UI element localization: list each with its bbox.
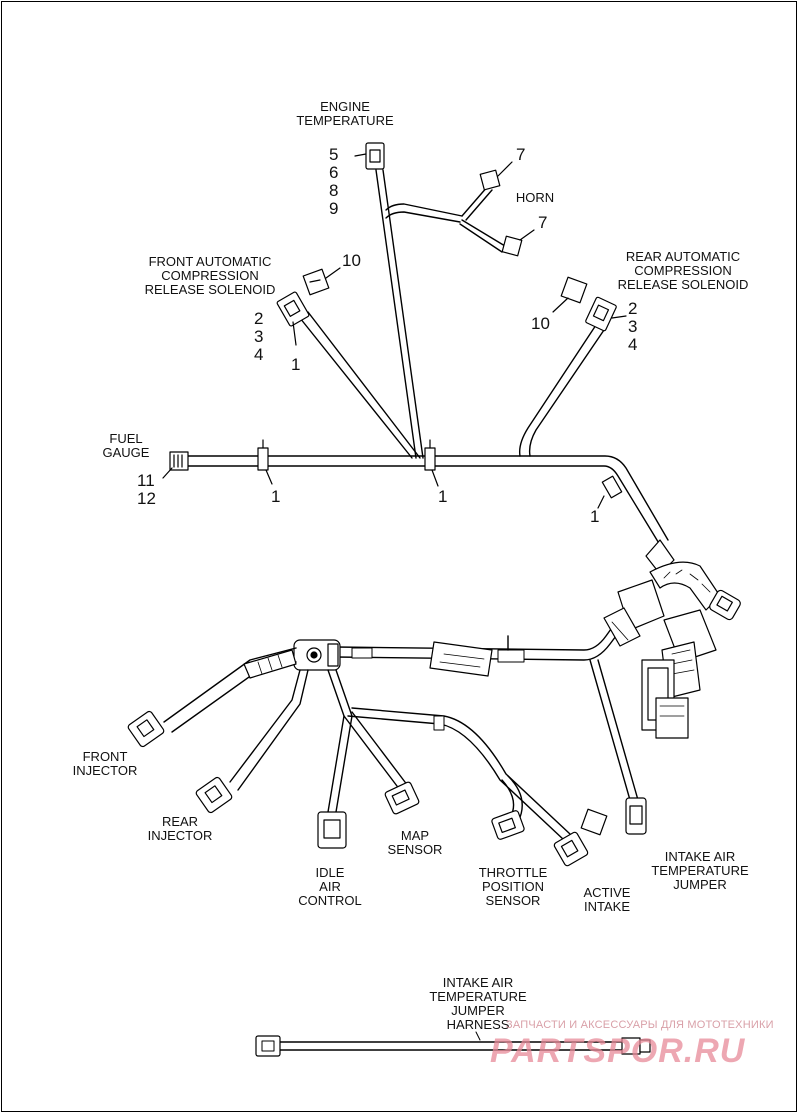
callout-horn-upper: 7	[516, 145, 526, 164]
callout-engine-temp-5: 5	[329, 145, 339, 164]
front-injector-connector	[127, 710, 165, 748]
callout-engine-temp-8: 8	[329, 181, 339, 200]
callout-fuel-gauge-12: 12	[137, 489, 156, 508]
clip-left	[257, 439, 273, 485]
front-acr-connector	[276, 267, 341, 346]
callout-horn-lower: 7	[538, 213, 548, 232]
label-iat-jumper-harness: INTAKE AIR TEMPERATURE JUMPER HARNESS	[429, 975, 527, 1032]
iat-jumper-harness	[255, 1031, 651, 1057]
ecm-loom	[603, 539, 741, 739]
rear-acr-branch	[518, 324, 605, 457]
callout-rear-acr-4: 4	[628, 335, 638, 354]
engine-temp-connector	[354, 142, 385, 170]
main-trunk	[184, 455, 669, 546]
label-throttle-position-sensor: THROTTLE POSITION SENSOR	[478, 865, 548, 908]
callout-clip-left: 1	[271, 487, 281, 506]
callout-front-acr-4: 4	[254, 345, 264, 364]
label-idle-air-control: IDLE AIR CONTROL	[298, 865, 362, 908]
map-sensor-connector	[384, 781, 420, 815]
horn-connector-upper	[479, 161, 513, 191]
label-engine-temperature: ENGINE TEMPERATURE	[296, 99, 394, 128]
clip-center	[424, 439, 439, 487]
callout-front-acr-10: 10	[342, 251, 361, 270]
callout-rear-acr-10: 10	[531, 314, 550, 333]
callout-front-acr-3: 3	[254, 327, 264, 346]
horn-connector-lower	[501, 229, 535, 257]
iat-jumper-connector	[625, 797, 647, 835]
tps-connector	[491, 810, 525, 840]
label-map-sensor: MAP SENSOR	[387, 828, 443, 857]
engine-temperature-branch	[375, 169, 506, 459]
sensor-branches	[327, 669, 571, 841]
label-horn: HORN	[515, 190, 555, 205]
label-rear-acr-solenoid: REAR AUTOMATIC COMPRESSION RELEASE SOLEN…	[617, 249, 749, 292]
label-front-injector: FRONT INJECTOR	[72, 749, 138, 778]
label-iat-jumper: INTAKE AIR TEMPERATURE JUMPER	[651, 849, 749, 892]
front-acr-branch	[299, 311, 421, 459]
callout-front-acr-2: 2	[254, 309, 264, 328]
rear-injector-connector	[195, 776, 233, 814]
label-rear-injector: REAR INJECTOR	[147, 814, 213, 843]
callout-clip-right: 1	[590, 507, 600, 526]
callout-rear-acr-2: 2	[628, 299, 638, 318]
idle-air-control-connector	[317, 811, 347, 849]
lower-trunk	[334, 621, 639, 801]
callout-fuel-gauge-11: 11	[137, 471, 155, 490]
callout-rear-acr-3: 3	[628, 317, 638, 336]
main-junction-block	[293, 639, 341, 671]
callout-engine-temp-6: 6	[329, 163, 339, 182]
clip-right	[597, 475, 623, 509]
rear-acr-connector	[552, 276, 627, 332]
active-intake-connector	[553, 808, 608, 867]
label-front-acr-solenoid: FRONT AUTOMATIC COMPRESSION RELEASE SOLE…	[144, 254, 276, 297]
injector-branches	[163, 647, 309, 791]
callout-clip-center: 1	[438, 487, 448, 506]
callout-front-acr-1: 1	[291, 355, 301, 374]
watermark-logo: PARTSPOR.RU	[490, 1032, 746, 1070]
watermark-text: ЗАПЧАСТИ И АКСЕССУАРЫ ДЛЯ МОТОТЕХНИКИ	[506, 1019, 774, 1031]
label-fuel-gauge: FUEL GAUGE	[102, 431, 150, 460]
callout-engine-temp-9: 9	[329, 199, 339, 218]
fuel-gauge-connector	[162, 451, 189, 479]
label-active-intake: ACTIVE INTAKE	[583, 885, 631, 914]
